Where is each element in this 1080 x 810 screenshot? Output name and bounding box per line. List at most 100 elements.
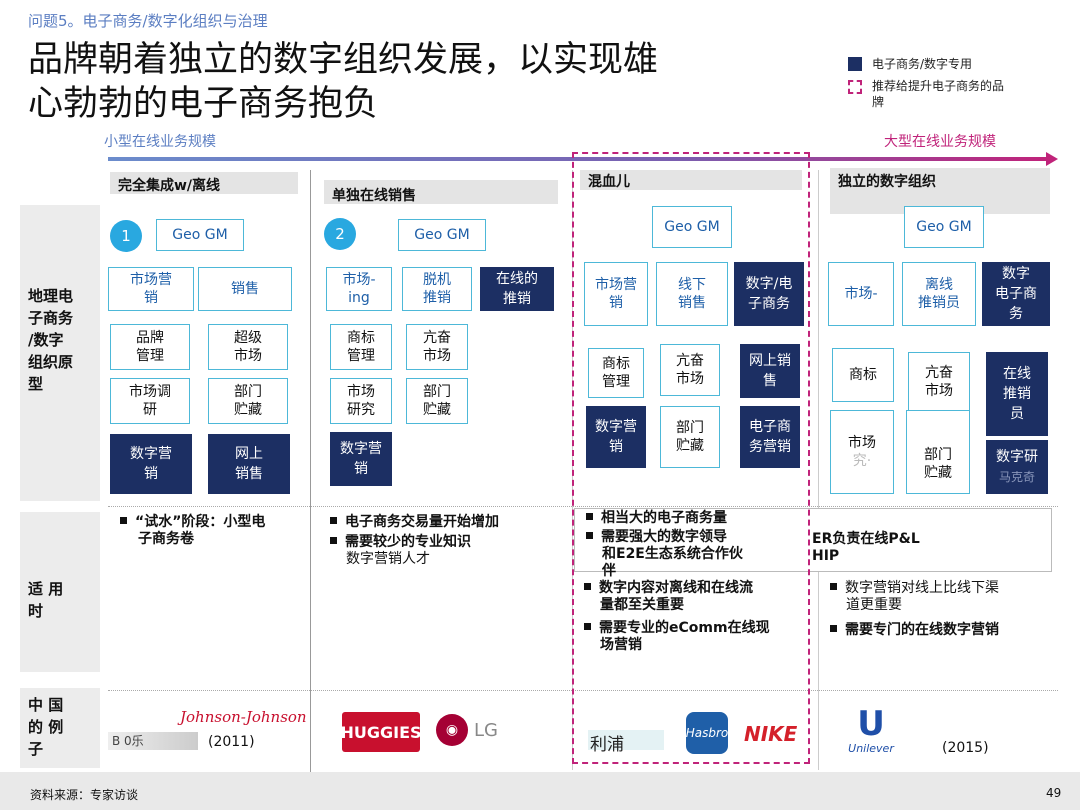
org-line: 推销员	[918, 295, 960, 311]
org-digital-marketing: 数字营销	[330, 432, 392, 486]
org-geo-gm: Geo GM	[652, 206, 732, 248]
org-line: 在线	[1003, 366, 1031, 382]
nike-logo-text: NIKE	[744, 722, 798, 746]
org-marketing: 市场营销	[108, 267, 194, 311]
page-number: 49	[1046, 786, 1062, 800]
org-marketing: 市场-	[828, 262, 894, 326]
org-line: 销售	[235, 466, 263, 482]
example-c1-text: B 0乐	[108, 732, 198, 750]
org-line: 脱机	[423, 272, 451, 288]
step-number-2: 2	[324, 218, 356, 250]
org-geo-gm: Geo GM	[156, 219, 244, 251]
org-line: 贮藏	[924, 465, 952, 481]
org-line: 市场营	[595, 277, 637, 293]
org-line: 数字	[1002, 266, 1030, 282]
footer-source: 资料来源：专家访谈	[30, 788, 139, 802]
org-line: 品牌	[136, 330, 164, 346]
org-line: 务	[1009, 306, 1023, 322]
org-line: 亢奋	[925, 365, 953, 381]
org-line: 部门	[423, 384, 451, 400]
org-line: 研究	[347, 402, 375, 418]
applicable-c4-bottom: 数字营销对线上比线下渠 道更重要 需要专门的在线数字营销	[830, 580, 1050, 639]
org-brand-mgmt: 商标管理	[330, 324, 392, 370]
org-department-store: 部门贮藏	[906, 410, 970, 494]
footer-bar	[0, 772, 1080, 810]
legend-dashed-label: 推荐给提升电子商务的品 牌	[872, 78, 1004, 110]
column-header-separate: 单独在线销售	[324, 180, 558, 204]
scale-arrow-line	[108, 157, 1048, 161]
org-digital-research: 数字研马克奇	[986, 440, 1048, 494]
example-c1-year: (2011)	[208, 734, 255, 750]
org-digital-ecommerce: 数字/电子商务	[734, 262, 804, 326]
org-line: 亢奋	[423, 330, 451, 346]
org-line: 究·	[852, 453, 872, 469]
bullet-text: 数字营销对线上比线下渠	[845, 580, 999, 596]
column-divider	[818, 170, 819, 770]
bullet-text: 需要较少的专业知识	[345, 534, 471, 550]
org-line: 数字/电	[745, 276, 793, 292]
page-title: 品牌朝着独立的数字组织发展，以实现雄 心勃勃的电子商务抱负	[28, 38, 788, 126]
legend-solid-swatch	[848, 57, 862, 71]
row3-line: 的 例	[28, 718, 64, 736]
row3-line: 中 国	[28, 696, 64, 714]
example-c3-text: 利浦	[588, 730, 664, 755]
org-line: 销	[609, 439, 623, 455]
org-line: 超级	[234, 330, 262, 346]
org-department-store: 部门贮藏	[660, 406, 720, 468]
title-line-1: 品牌朝着独立的数字组织发展，以实现雄	[28, 40, 659, 80]
org-online-sales: 在线的推销	[480, 267, 554, 311]
org-line: 管理	[347, 348, 375, 364]
scale-left-label: 小型在线业务规模	[104, 134, 216, 150]
org-brand-mgmt: 商标管理	[588, 348, 644, 398]
org-marketing: 市场营销	[584, 262, 648, 326]
org-hypermarket: 亢奋市场	[908, 352, 970, 412]
org-marketing: 市场-ing	[326, 267, 392, 311]
org-line: 数字营	[130, 446, 172, 462]
column-divider	[310, 170, 311, 780]
org-geo-gm: Geo GM	[398, 219, 486, 251]
bullet-text: 数字营销人才	[346, 551, 430, 567]
org-line: 部门	[234, 384, 262, 400]
org-line: 销	[609, 295, 623, 311]
org-hypermarket: 亢奋市场	[660, 344, 720, 396]
row-divider	[108, 506, 1058, 507]
legend-dashed: 推荐给提升电子商务的品 牌	[848, 78, 1004, 110]
bullet-text: HIP	[812, 548, 840, 564]
row-divider	[108, 690, 1058, 691]
bullet-text: 量都至关重要	[600, 597, 684, 613]
row1-line: 型	[28, 375, 44, 393]
org-digital-marketing: 数字营销	[586, 406, 646, 468]
org-line: 市场	[676, 371, 704, 387]
recommended-highlight-box	[572, 152, 810, 764]
org-brand-mgmt: 品牌管理	[110, 324, 190, 370]
row1-line: 组织原	[28, 353, 74, 371]
org-line: 电子商	[749, 419, 791, 435]
bullet-text: 数字内容对离线和在线流	[599, 580, 753, 596]
org-department-store: 部门贮藏	[406, 378, 468, 424]
row3-line: 子	[28, 740, 44, 758]
org-line: 推销	[1003, 386, 1031, 402]
org-line: 研	[143, 402, 157, 418]
org-online-sales: 在线推销员	[986, 352, 1048, 436]
org-line: 管理	[602, 374, 630, 390]
org-line: 部门	[924, 447, 952, 463]
johnson-johnson-logo: Johnson-Johnson	[180, 708, 307, 726]
bullet-text: ER负责在线P&L	[812, 531, 920, 547]
org-line: 部门	[676, 420, 704, 436]
row1-line: 地理电	[28, 287, 74, 305]
org-offline-sales: 脱机推销	[402, 267, 472, 311]
org-marketing-line: 销	[144, 290, 158, 306]
org-line: 销	[354, 461, 368, 477]
bullet-text: 需要专业的eComm在线现	[599, 620, 770, 636]
row1-line: 子商务	[28, 309, 74, 327]
org-supermarket: 超级市场	[208, 324, 288, 370]
org-line: 网上销	[749, 353, 791, 369]
bullet-text: “试水”阶段：小型电	[135, 514, 266, 530]
org-ecommerce-marketing: 电子商务营销	[740, 406, 800, 468]
legend-solid: 电子商务/数字专用	[848, 56, 972, 72]
org-line: 贮藏	[676, 438, 704, 454]
org-line: 子商务	[748, 296, 790, 312]
applicable-c2: 电子商务交易量开始增加 需要较少的专业知识 数字营销人才	[330, 514, 570, 568]
row1-line: /数字	[28, 331, 64, 349]
org-line: 员	[1010, 406, 1024, 422]
